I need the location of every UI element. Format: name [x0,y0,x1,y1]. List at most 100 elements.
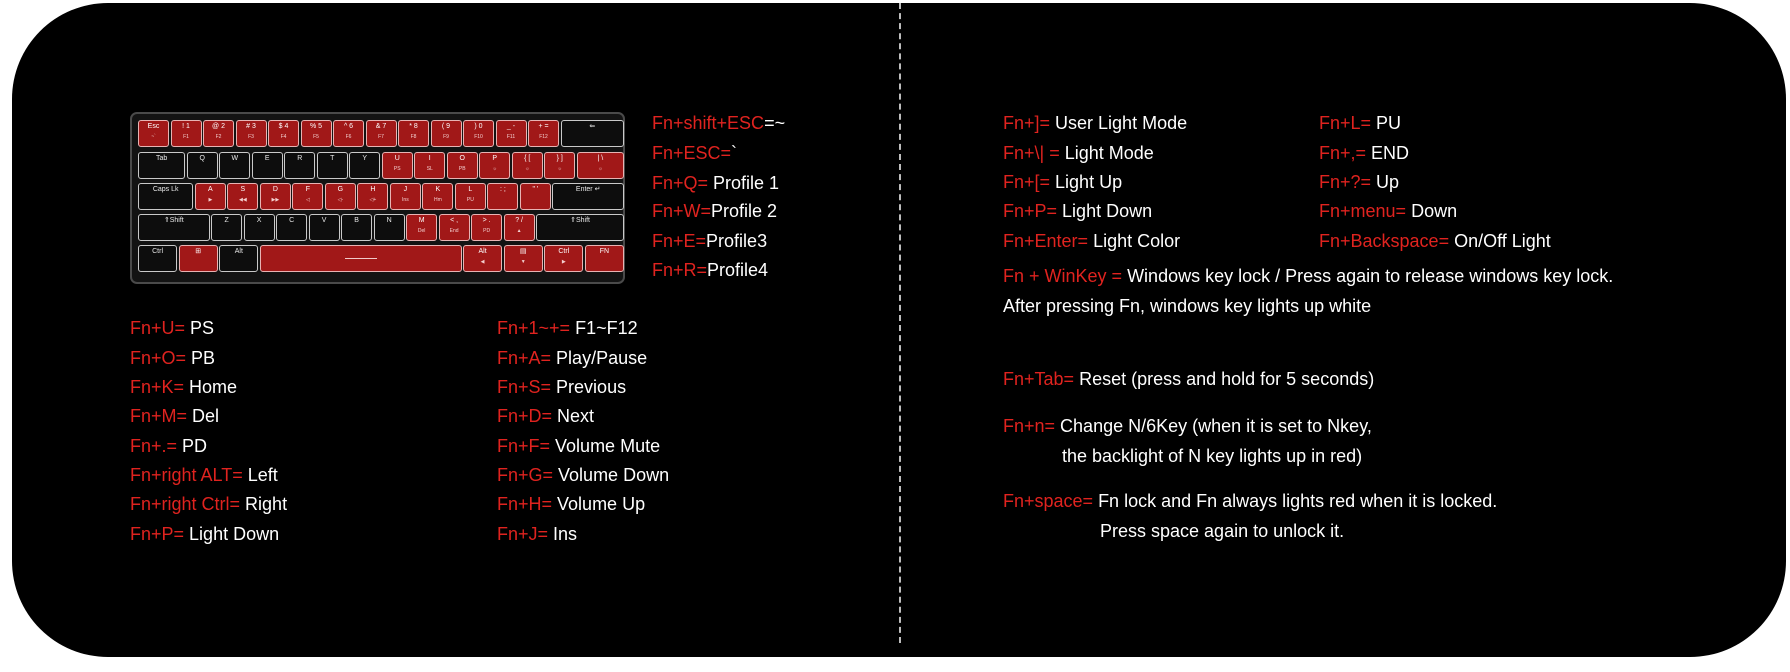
key-label: } ] [556,155,563,162]
key-label: { [ [524,155,531,162]
key-label: Ctrl [152,248,163,255]
keyboard-key: | \☼ [576,152,624,179]
keyboard-key: FN [584,245,624,272]
shortcut-line: Fn+P= Light Down [1003,201,1153,221]
key-label: D [272,186,278,193]
key-label: ⊞ [195,248,202,255]
shortcut-line: Fn+H= Volume Up [497,494,646,514]
key-label: ⇑Shift [570,217,590,224]
key-label: % 5 [309,123,323,130]
shortcut-line: Fn+[= Light Up [1003,172,1123,192]
key-label: I [428,155,431,162]
keyboard-key: T [316,152,348,179]
key-label: V [321,217,327,224]
key-sublabel: SL [426,166,433,172]
key-label: Y [362,155,368,162]
key-sublabel: F2 [215,134,222,140]
key-sublabel: Ins [402,197,409,203]
keyboard-key: Alt◀ [463,245,503,272]
key-label: @ 2 [212,123,225,130]
shortcut-line: Fn+menu= Down [1319,201,1458,221]
key-sublabel: ◀◀ [239,197,247,203]
key-label: ? / [515,217,524,224]
key-sublabel: F7 [378,134,384,140]
shortcut-line: Fn+E=Profile3 [652,231,768,251]
keyboard-key: D▶▶ [259,183,291,210]
shortcut-line: Fn+W=Profile 2 [652,201,778,221]
keyboard-key: G◁- [324,183,356,210]
key-label: Q [199,155,205,162]
key-sublabel: F10 [474,134,483,140]
key-sublabel: PB [458,166,466,172]
keyboard-key: ⇐ [560,120,624,147]
key-label: & 7 [375,123,387,130]
key-label: + = [538,123,549,130]
reset-line: Fn+Tab= Reset (press and hold for 5 seco… [1003,369,1375,389]
key-label: Enter ↵ [575,186,601,193]
shortcut-line: Fn+1~+= F1~F12 [497,318,638,338]
shortcut-line: Fn+O= PB [130,348,216,368]
keyboard-key: C [276,214,308,241]
key-label: T [330,155,335,162]
key-label: FN [599,248,610,255]
keyboard-key: & 7 F7 [365,120,397,147]
key-label: < , [450,217,459,224]
keyboard-key: " ' [519,183,551,210]
keyboard-key: F◁ [292,183,324,210]
key-label: Z [224,217,229,224]
key-label: Tab [155,155,168,162]
keyboard-key: Enter ↵ [552,183,624,210]
key-sublabel: F11 [506,134,516,140]
nkey-line-2: the backlight of N key lights up in red) [1062,446,1363,466]
shortcut-line: Fn+right ALT= Left [130,465,278,485]
keyboard-key: Ctrl▶ [544,245,584,272]
key-label: : ; [499,186,506,193]
keyboard-key: Ctrl [138,245,178,272]
key-label: B [354,217,359,224]
keyboard-key: W [219,152,251,179]
shortcut-line: Fn+]= User Light Mode [1003,113,1188,133]
keyboard-key: Y [349,152,381,179]
key-sublabel: ~` [151,134,156,140]
key-sublabel: ▶ [561,259,566,265]
shortcut-line: Fn+A= Play/Pause [497,348,648,368]
key-label: Alt [234,248,243,255]
key-sublabel: ☼ [492,166,498,172]
key-sublabel: ◁- [337,197,344,203]
keyboard-key: Esc ~` [138,120,169,147]
key-sublabel: ☼ [557,166,563,172]
key-label: N [386,217,392,224]
key-label: # 3 [246,123,256,130]
key-sublabel: F8 [410,134,417,140]
shortcut-line: Fn+L= PU [1319,113,1402,133]
shortcut-line: Fn+\| = Light Mode [1003,143,1154,163]
key-label: " ' [532,186,539,193]
shortcut-line: Fn+J= Ins [497,524,578,544]
shortcut-line: Fn+,= END [1319,143,1410,163]
keyboard-key: H◁+ [357,183,389,210]
key-sublabel: F6 [345,134,352,140]
keyboard-key: R [284,152,316,179]
key-label: P [492,155,498,162]
key-sublabel: F1 [183,134,189,140]
key-label: | \ [597,155,604,162]
keyboard-key: @ 2 F2 [203,120,234,147]
shortcut-line: Fn+Backspace= On/Off Light [1319,231,1551,251]
key-label: ) 0 [474,123,483,130]
shortcut-line: Fn+F= Volume Mute [497,436,661,456]
key-label: Esc [147,123,160,130]
key-sublabel: ▼ [520,259,526,265]
key-label: J [403,186,408,193]
keyboard-key: B [341,214,373,241]
key-label: K [435,186,441,193]
key-label: ! 1 [182,123,190,130]
key-sublabel: PD [483,228,491,234]
keyboard-key: _ -F11 [495,120,527,147]
